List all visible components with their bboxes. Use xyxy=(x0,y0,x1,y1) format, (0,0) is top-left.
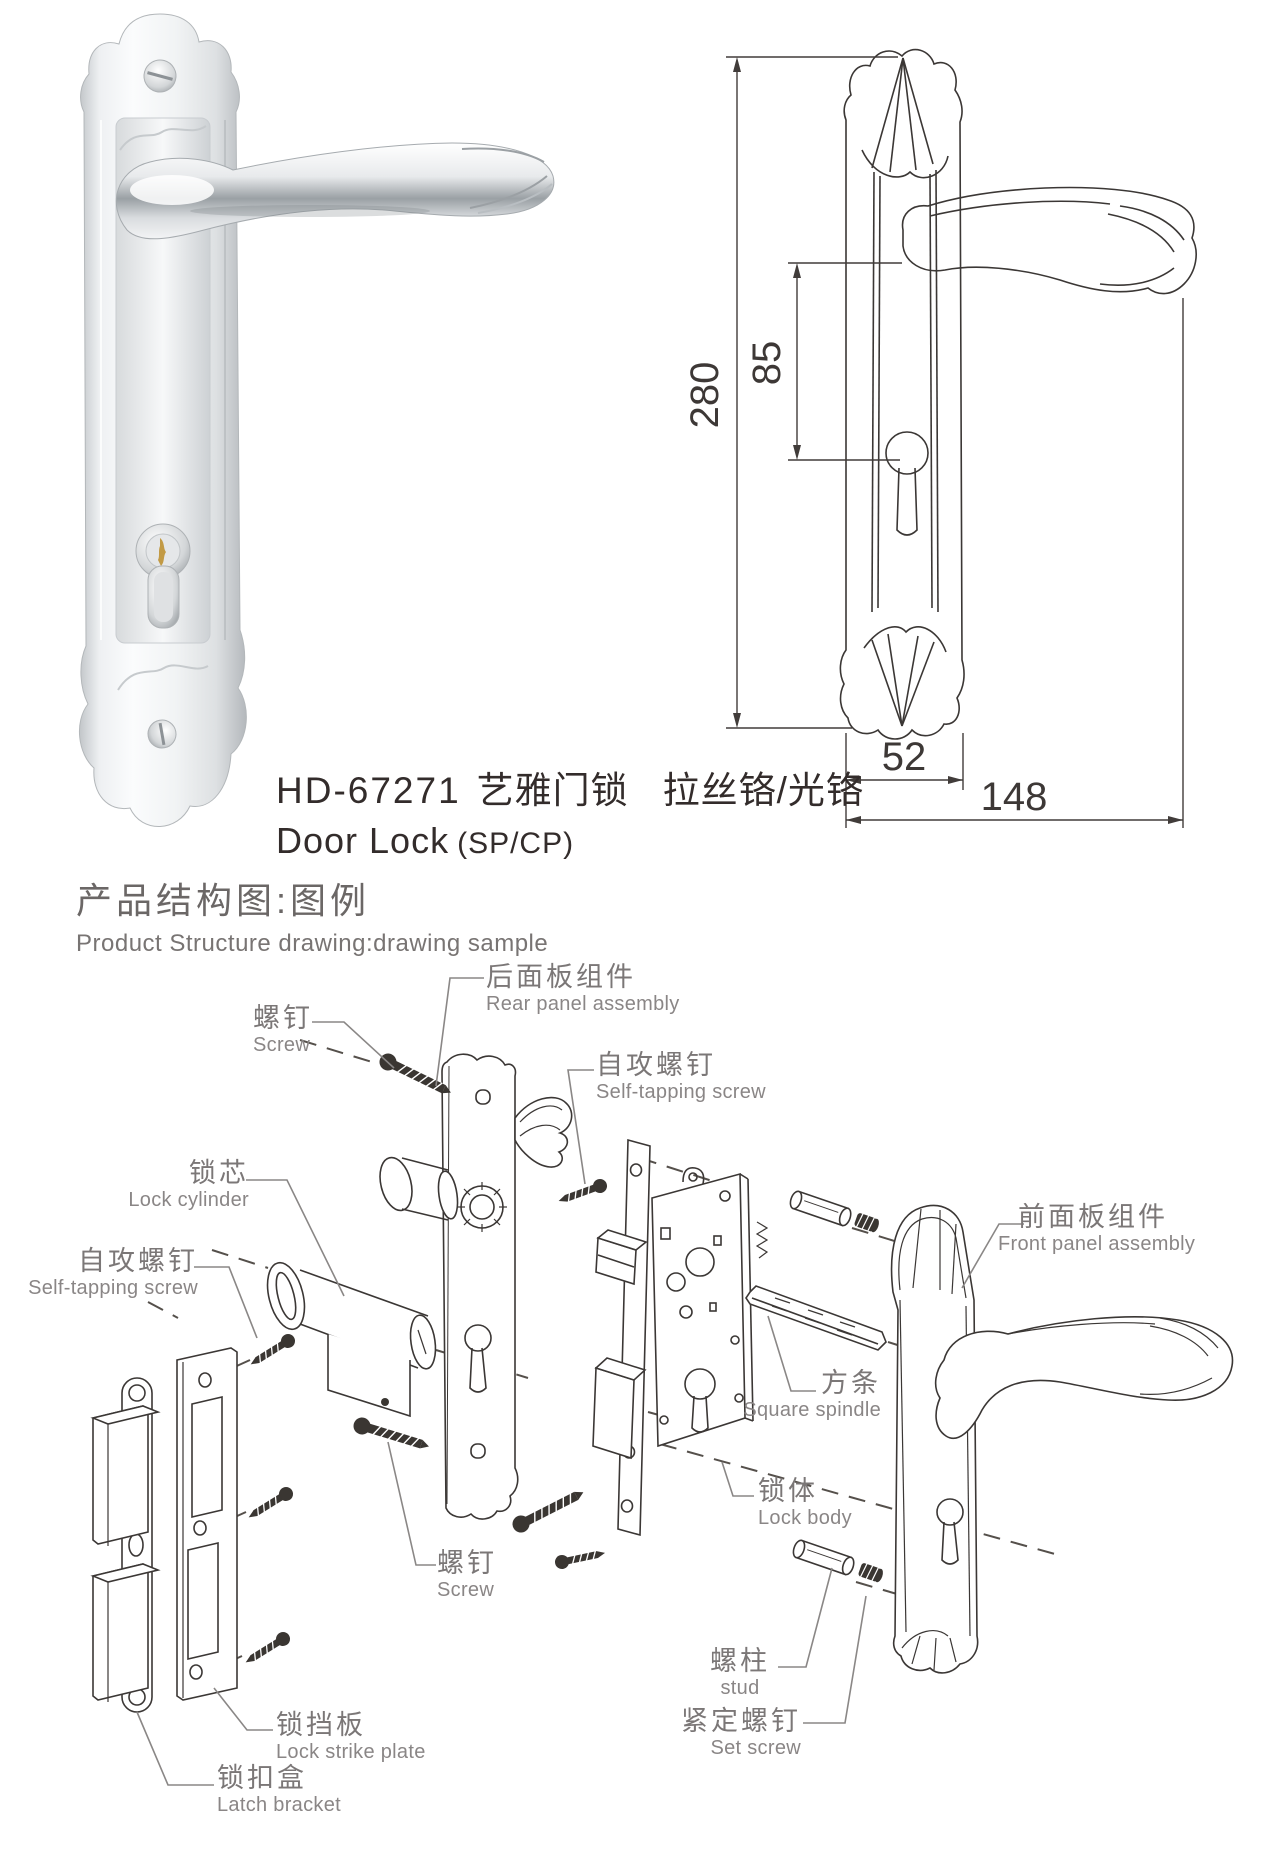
callout-self-tapping-screw-2: 自攻螺钉 Self-tapping screw xyxy=(28,1246,198,1300)
section-title-en: Product Structure drawing:drawing sample xyxy=(76,930,549,957)
dim-plate-width: 52 xyxy=(882,735,927,779)
photo-plate-inner-panel xyxy=(115,117,211,644)
square-spindle-part xyxy=(745,1285,887,1351)
photo-keyhole xyxy=(135,523,191,629)
dim-plate-height: 280 xyxy=(683,362,727,429)
callout-screw-top: 螺钉 Screw xyxy=(253,1003,313,1057)
callout-rear-panel: 后面板组件 Rear panel assembly xyxy=(486,962,680,1016)
callout-set-screw: 紧定螺钉 Set screw xyxy=(681,1706,801,1760)
section-title-zh: 产品结构图:图例 xyxy=(76,880,371,921)
product-name-zh: 艺雅门锁 xyxy=(476,770,629,811)
latch-bracket-part xyxy=(90,1377,161,1713)
product-name-en: Door Lock xyxy=(276,820,450,861)
title-block: HD-67271 艺雅门锁拉丝铬/光铬 Door Lock(SP/CP) xyxy=(276,760,864,862)
product-type-en: (SP/CP) xyxy=(457,827,575,860)
callout-screw-bottom: 螺钉 Screw xyxy=(437,1548,497,1602)
dim-handle-to-cylinder: 85 xyxy=(745,341,789,386)
photo-top-screw xyxy=(143,59,177,93)
callout-front-panel: 前面板组件 Front panel assembly xyxy=(998,1202,1196,1256)
lock-body-part xyxy=(651,1166,769,1448)
exploded-diagram xyxy=(90,977,1234,1786)
callout-stud: 螺柱 stud xyxy=(710,1646,770,1700)
photo-handle xyxy=(115,142,555,240)
rear-panel-part xyxy=(379,1053,573,1520)
product-finish-zh: 拉丝铬/光铬 xyxy=(662,770,864,811)
dim-overall-width: 148 xyxy=(981,775,1048,819)
callout-lock-strike-plate: 锁挡板 Lock strike plate xyxy=(276,1710,426,1764)
drawing-plate xyxy=(839,48,965,740)
lock-cylinder-part xyxy=(266,1261,437,1418)
callout-square-spindle: 方条 Square spindle xyxy=(743,1368,881,1422)
section-heading: 产品结构图:图例 Product Structure drawing:drawi… xyxy=(76,872,548,958)
photo-bottom-screw xyxy=(147,719,177,749)
leader-lines xyxy=(136,977,1024,1786)
product-model: HD-67271 xyxy=(276,770,461,811)
callout-lock-cylinder: 锁芯 Lock cylinder xyxy=(128,1158,249,1212)
callout-lock-body: 锁体 Lock body xyxy=(758,1476,852,1530)
lock-strike-plate-part xyxy=(176,1347,238,1701)
callout-latch-bracket: 锁扣盒 Latch bracket xyxy=(217,1763,341,1817)
callout-self-tapping-screw-1: 自攻螺钉 Self-tapping screw xyxy=(596,1050,766,1104)
front-panel-part xyxy=(890,1204,1234,1674)
dimension-drawing: 280 85 52 148 xyxy=(683,48,1197,828)
product-photo xyxy=(78,13,555,827)
drawing-handle xyxy=(901,186,1197,295)
faceplate-part xyxy=(592,1138,651,1537)
